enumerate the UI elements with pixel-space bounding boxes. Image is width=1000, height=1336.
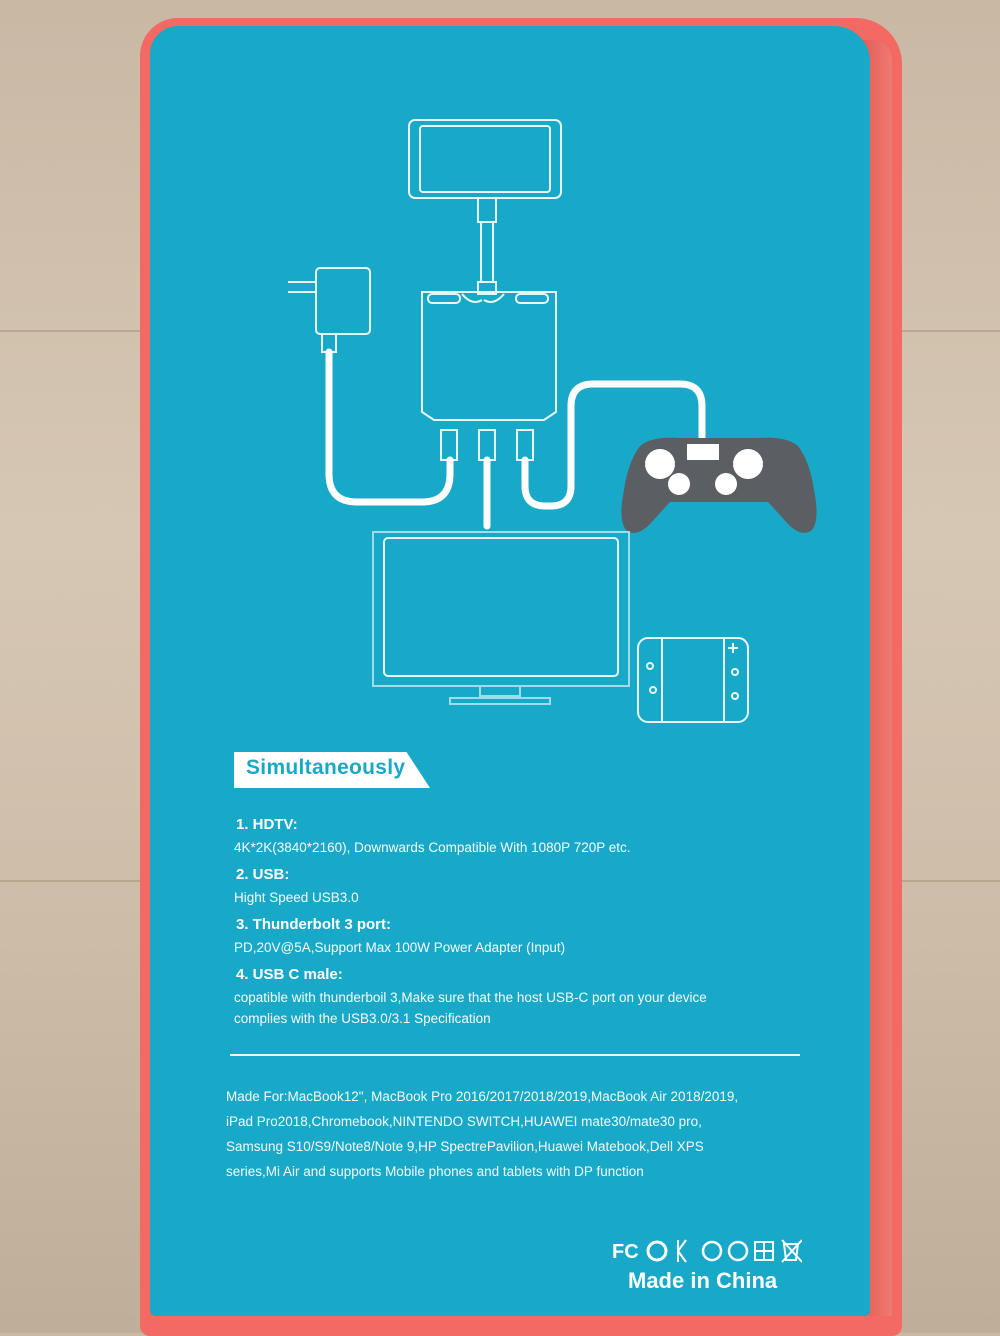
compatibility-text: Made For:MacBook12", MacBook Pro 2016/20… xyxy=(226,1084,806,1184)
spec-text-usbc-2: complies with the USB3.0/3.1 Specificati… xyxy=(234,1011,491,1026)
compatibility-line: Samsung S10/S9/Note8/Note 9,HP SpectrePa… xyxy=(226,1139,704,1154)
compatibility-line: series,Mi Air and supports Mobile phones… xyxy=(226,1164,644,1179)
phone-icon xyxy=(408,119,562,223)
ce-mark-icon xyxy=(646,1240,668,1262)
switch-console-icon xyxy=(637,637,749,723)
weee-bin-icon xyxy=(781,1239,802,1263)
spec-heading-hdtv: 1. HDTV: xyxy=(236,816,298,833)
usbc-cable xyxy=(477,221,497,295)
tag-label: Simultaneously xyxy=(246,756,406,779)
feature-tag xyxy=(234,752,430,788)
compatibility-line: Made For:MacBook12", MacBook Pro 2016/20… xyxy=(226,1089,739,1104)
compatibility-line: iPad Pro2018,Chromebook,NINTENDO SWITCH,… xyxy=(226,1114,702,1129)
spec-text-hdtv: 4K*2K(3840*2160), Downwards Compatible W… xyxy=(234,840,631,855)
kc-mark-icon xyxy=(677,1239,687,1263)
hub-icon xyxy=(421,291,557,461)
grid-mark-icon xyxy=(754,1241,774,1261)
tv-icon xyxy=(372,531,630,705)
spec-heading-usbc: 4. USB C male: xyxy=(236,966,343,983)
connection-diagram xyxy=(288,119,817,723)
recycle-icon xyxy=(701,1240,749,1262)
gamepad-icon xyxy=(621,437,817,533)
spec-heading-usb: 2. USB: xyxy=(236,866,290,883)
cables xyxy=(325,348,706,530)
blue-panel xyxy=(150,26,870,1316)
made-in-label: Made in China xyxy=(628,1268,778,1293)
spec-text-usb: Hight Speed USB3.0 xyxy=(234,890,359,905)
spec-heading-thunderbolt: 3. Thunderbolt 3 port: xyxy=(236,916,391,933)
spec-list: 1. HDTV: 4K*2K(3840*2160), Downwards Com… xyxy=(234,816,794,1037)
divider xyxy=(230,1054,800,1056)
spec-text-thunderbolt: PD,20V@5A,Support Max 100W Power Adapter… xyxy=(234,940,566,955)
certification-marks: FC xyxy=(612,1239,802,1263)
spec-text-usbc-1: copatible with thunderboil 3,Make sure t… xyxy=(234,990,707,1005)
fc-mark-icon: FC xyxy=(612,1241,639,1263)
plug-adapter-icon xyxy=(288,267,371,353)
